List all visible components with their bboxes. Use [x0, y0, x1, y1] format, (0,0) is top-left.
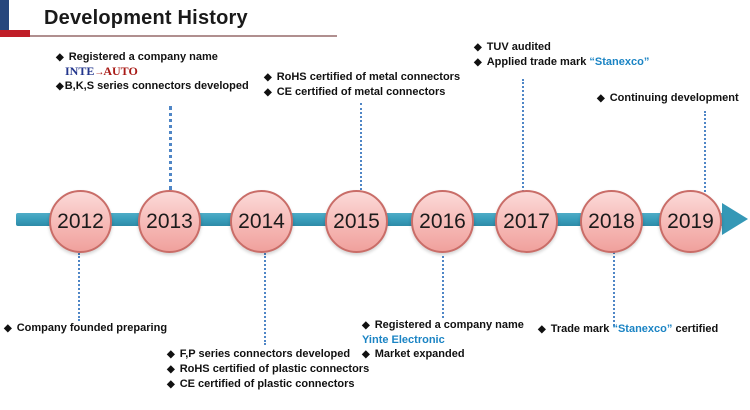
brand-arrow-icon: → [94, 67, 104, 78]
header-red-bar [0, 30, 30, 37]
event-text: certified [672, 323, 719, 335]
event-line: ◆ F,P series connectors developed [167, 347, 369, 362]
year-circle-2013: 2013 [138, 190, 201, 253]
event-line: ◆ RoHS certified of plastic connectors [167, 362, 369, 377]
connector-2012 [78, 253, 80, 321]
brand-logo-text: INTE→AUTO [65, 65, 249, 79]
event-line: ◆ TUV audited [474, 40, 649, 55]
event-line: ◆ Continuing development [597, 91, 739, 106]
connector-2015 [360, 103, 362, 190]
brand-auto: AUTO [103, 64, 138, 78]
year-label: 2016 [419, 209, 466, 233]
diamond-bullet-icon: ◆ [56, 52, 64, 63]
year-circle-2019: 2019 [659, 190, 722, 253]
event-2015: ◆ RoHS certified of metal connectors ◆ CE … [264, 70, 460, 100]
event-text: Registered a company name [374, 319, 524, 331]
diamond-bullet-icon: ◆ [56, 81, 64, 92]
connector-2017 [522, 79, 524, 192]
event-text: F,P series connectors developed [179, 348, 351, 360]
event-2013: ◆Registered a company name INTE→AUTO ◆B,… [56, 50, 249, 94]
connector-2016 [442, 256, 444, 318]
connector-2018 [613, 252, 615, 326]
title-underline [30, 35, 337, 37]
event-text: CE certified of metal connectors [276, 86, 446, 98]
event-line: ◆ Registered a company name [362, 318, 524, 333]
event-line: ◆ Market expanded [362, 347, 524, 362]
event-2012: ◆ Company founded preparing [4, 321, 167, 336]
event-line: ◆ CE certified of plastic connectors [167, 377, 369, 392]
year-label: 2018 [588, 209, 635, 233]
diamond-bullet-icon: ◆ [167, 379, 175, 390]
connector-2019 [704, 111, 706, 192]
diamond-bullet-icon: ◆ [474, 57, 482, 68]
connector-2014 [264, 253, 266, 345]
year-label: 2014 [238, 209, 285, 233]
trademark-text: “Stanexco” [612, 323, 673, 335]
diamond-bullet-icon: ◆ [4, 323, 12, 334]
event-text: Company founded preparing [16, 322, 168, 334]
event-text: Trade mark [550, 323, 613, 335]
event-text: TUV audited [486, 41, 551, 53]
event-text: B,K,S series connectors developed [64, 80, 249, 92]
diamond-bullet-icon: ◆ [474, 42, 482, 53]
event-text: Market expanded [374, 348, 465, 360]
diamond-bullet-icon: ◆ [167, 349, 175, 360]
company-name-text: Yinte Electronic [362, 334, 445, 346]
event-2016: ◆ Registered a company name Yinte Electro… [362, 318, 524, 362]
diamond-bullet-icon: ◆ [362, 349, 370, 360]
header-navy-bar [0, 0, 9, 31]
event-line: ◆ RoHS certified of metal connectors [264, 70, 460, 85]
year-circle-2015: 2015 [325, 190, 388, 253]
event-line: ◆ Applied trade mark “Stanexco” [474, 55, 649, 70]
page-title: Development History [44, 7, 248, 29]
diamond-bullet-icon: ◆ [362, 320, 370, 331]
diamond-bullet-icon: ◆ [597, 93, 605, 104]
event-2018: ◆ Trade mark “Stanexco” certified [538, 322, 718, 337]
event-2014: ◆ F,P series connectors developed ◆ RoHS c… [167, 347, 369, 392]
year-label: 2013 [146, 209, 193, 233]
trademark-text: “Stanexco” [589, 56, 650, 68]
year-circle-2018: 2018 [580, 190, 643, 253]
brand-inte: INTE [65, 64, 95, 78]
year-circle-2012: 2012 [49, 190, 112, 253]
diamond-bullet-icon: ◆ [538, 324, 546, 335]
timeline-arrowhead-icon [722, 203, 748, 235]
year-label: 2012 [57, 209, 104, 233]
connector-2013 [169, 106, 172, 190]
year-label: 2019 [667, 209, 714, 233]
event-text: Applied trade mark [486, 56, 590, 68]
event-line: ◆ Trade mark “Stanexco” certified [538, 322, 718, 337]
event-line: ◆B,K,S series connectors developed [56, 79, 249, 94]
diamond-bullet-icon: ◆ [264, 72, 272, 83]
year-circle-2016: 2016 [411, 190, 474, 253]
event-2019: ◆ Continuing development [597, 91, 739, 106]
event-text: RoHS certified of plastic connectors [179, 363, 370, 375]
event-line: ◆ CE certified of metal connectors [264, 85, 460, 100]
event-line: ◆ Registered a company name [56, 50, 249, 65]
year-circle-2014: 2014 [230, 190, 293, 253]
event-line: ◆ Company founded preparing [4, 321, 167, 336]
diamond-bullet-icon: ◆ [264, 87, 272, 98]
year-label: 2015 [333, 209, 380, 233]
event-text: CE certified of plastic connectors [179, 378, 355, 390]
event-text: Registered a company name [68, 51, 218, 63]
diamond-bullet-icon: ◆ [167, 364, 175, 375]
year-label: 2017 [503, 209, 550, 233]
event-2017: ◆ TUV audited ◆ Applied trade mark “Stanex… [474, 40, 649, 70]
year-circle-2017: 2017 [495, 190, 558, 253]
event-text: Continuing development [609, 92, 739, 104]
event-text: RoHS certified of metal connectors [276, 71, 461, 83]
